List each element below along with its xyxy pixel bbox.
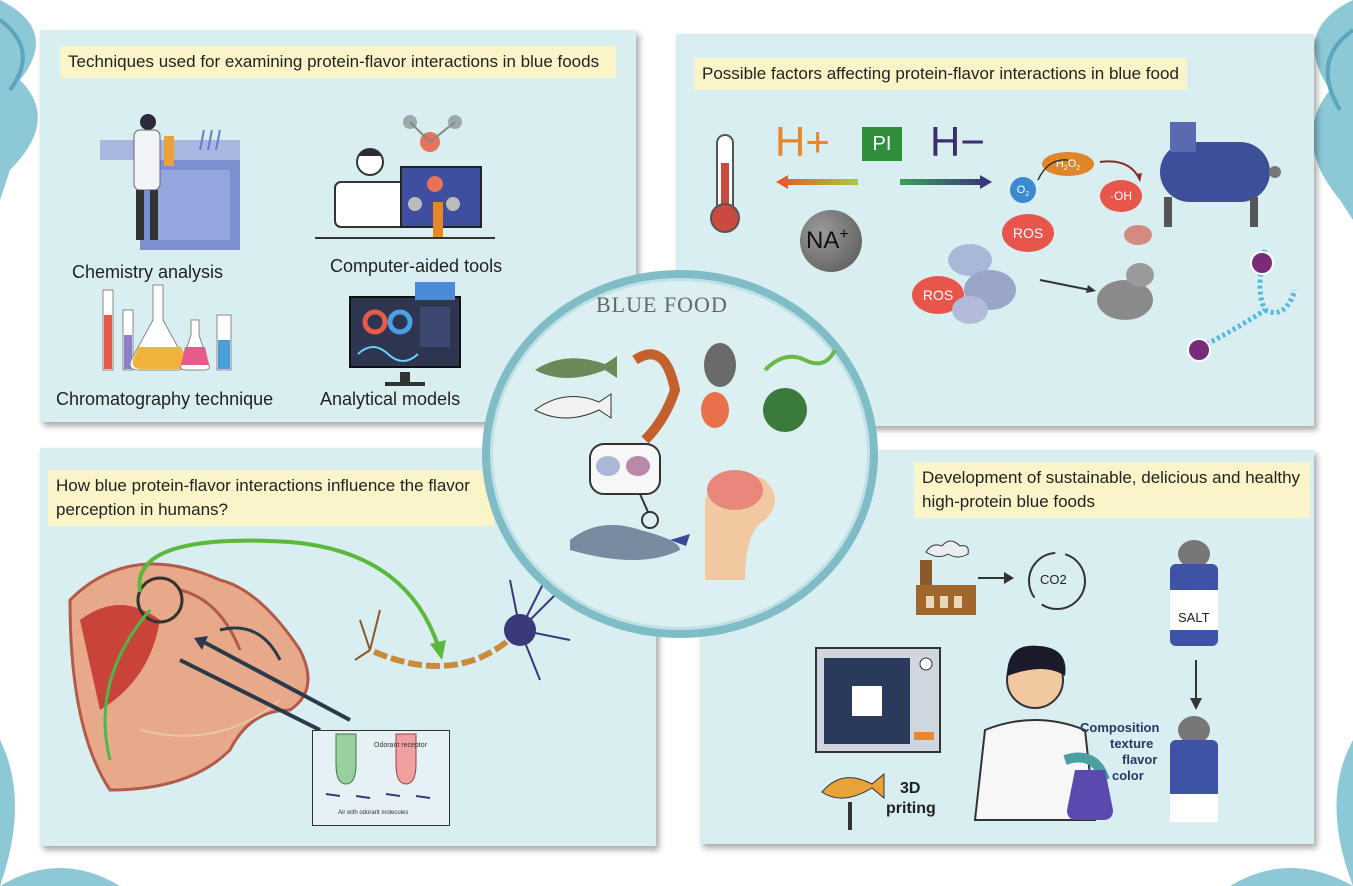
reaction-arrows <box>1037 159 1142 182</box>
techniques-title: Techniques used for examining protein-fl… <box>60 46 616 78</box>
flavor-label: flavor <box>1122 752 1158 767</box>
hydroxyl-bubble: ·OH <box>1100 180 1142 212</box>
salt-label: SALT <box>1178 610 1210 625</box>
computer-aided-tools-label: Computer-aided tools <box>330 256 503 276</box>
odorant-receptor-label: Odorant receptor <box>374 742 427 749</box>
green-signal-arrow <box>137 538 446 660</box>
texture-label: texture <box>1110 736 1154 751</box>
composition-label: Composition <box>1080 720 1160 735</box>
receptor-inset-art <box>325 733 431 799</box>
bead-network <box>1187 249 1298 362</box>
salt-shaker-full <box>1170 540 1218 646</box>
seafood-illustrations <box>534 343 837 444</box>
analytical-models-illustration <box>349 282 461 386</box>
wave-decoration-top-left <box>0 0 38 200</box>
blue-food-circle <box>482 270 878 638</box>
wave-decoration-bottom-left <box>0 740 120 886</box>
air-odorant-label: Air with odorant molecules <box>338 810 409 816</box>
neuron-illustration <box>354 569 571 681</box>
3d-printing-label-line1: 3D <box>900 780 921 797</box>
na-text: NA <box>806 227 840 254</box>
h-plus-label: H+ <box>775 118 830 165</box>
odorant-arrows <box>179 636 351 732</box>
perception-title: How blue protein-flavor interactions inf… <box>48 470 494 526</box>
chemistry-lab-illustration <box>100 114 240 250</box>
na-superscript: + <box>839 226 849 243</box>
development-title: Development of sustainable, delicious an… <box>914 462 1310 518</box>
salt-shaker-reduced <box>1170 716 1218 822</box>
protein-structures <box>948 225 1154 324</box>
ros-bubble-upper: ROS <box>1002 214 1054 252</box>
nasal-cavity-illustration <box>68 562 310 792</box>
color-label: color <box>1112 768 1144 783</box>
3d-printing-label-line2: priting <box>886 800 936 817</box>
o2-text: O <box>1016 184 1026 196</box>
wave-decoration-top-right <box>1312 0 1353 220</box>
blue-food-title: BLUE FOOD <box>596 292 728 317</box>
chromatography-illustration <box>102 284 232 371</box>
arrow-to-co2 <box>978 572 1014 584</box>
h2o2-sub-2: 2 <box>1076 165 1081 173</box>
perception-mini-illustration <box>570 443 775 580</box>
thermometer-icon <box>710 134 740 233</box>
h2o2-text-h: H <box>1055 158 1064 170</box>
h2o2-sub-1: 2 <box>1063 165 1068 173</box>
pressure-tank-illustration <box>1160 122 1281 227</box>
receptor-inset <box>312 730 450 826</box>
factors-title: Possible factors affecting protein-flavo… <box>694 58 1187 90</box>
chromatography-technique-label: Chromatography technique <box>56 389 274 409</box>
arrow-down-salt <box>1190 660 1202 710</box>
o2-subscript: 2 <box>1025 191 1030 199</box>
3d-printer-illustration <box>815 647 941 753</box>
ph-gradient-arrows <box>776 175 992 189</box>
chemistry-analysis-label: Chemistry analysis <box>72 262 224 282</box>
fish-fork-icon <box>821 772 885 830</box>
sodium-ion-label: NA+ <box>806 226 849 255</box>
scientist-illustration <box>973 645 1113 821</box>
computer-aided-illustration <box>315 115 495 239</box>
analytical-models-label: Analytical models <box>320 389 461 409</box>
h2o2-text-o: O <box>1067 158 1077 170</box>
co2-cycle-icon <box>1028 552 1086 610</box>
wave-decoration-bottom-right <box>1230 740 1353 886</box>
pi-box: PI <box>862 127 902 161</box>
factory-icon <box>916 540 976 615</box>
sodium-ion <box>800 210 862 272</box>
h-minus-label: H− <box>930 118 985 165</box>
o2-bubble: O2 <box>1010 177 1036 203</box>
co2-label: CO2 <box>1040 572 1067 587</box>
